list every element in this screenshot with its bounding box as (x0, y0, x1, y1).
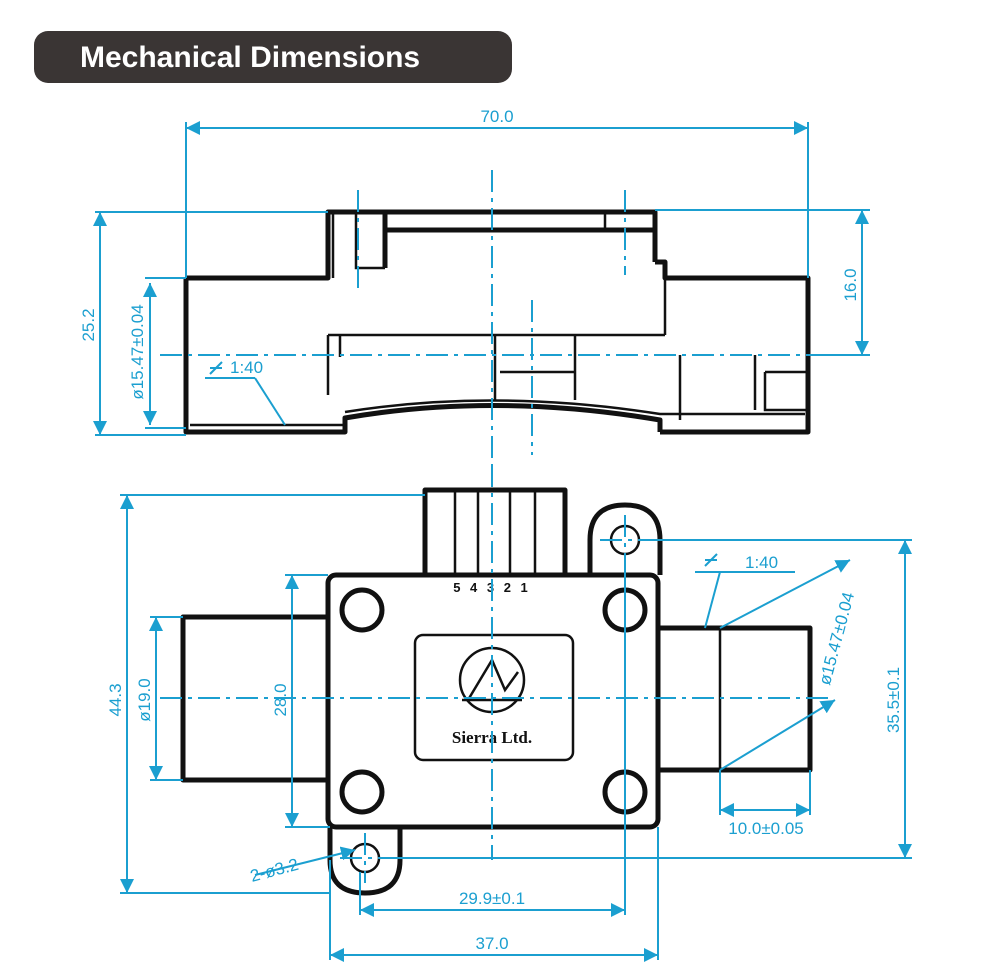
port-diameter-label: ø19.0 (135, 678, 154, 721)
overall-width-label: 44.3 (106, 683, 125, 716)
dim-hole-spacing: 29.9±0.1 (359, 555, 626, 917)
dim-overall-height: 25.2 (79, 211, 328, 436)
logo-plate (413, 633, 575, 762)
dim-port-diameter: ø19.0 (135, 616, 183, 781)
dim-mounting-holes: 2-ø3.2 (248, 846, 356, 886)
hole-offset-label: 35.5±0.1 (884, 667, 903, 733)
corner-hole-bottom-left (339, 769, 385, 815)
port-depth-label: 10.0±0.05 (728, 819, 804, 838)
section-header-background (34, 31, 512, 83)
mounting-holes-label: 2-ø3.2 (248, 855, 300, 886)
dim-port-bore-top: ø15.47±0.04 (719, 559, 858, 771)
dim-port-bore-side: ø15.47±0.04 (128, 277, 186, 429)
dim-port-depth: 10.0±0.05 (719, 770, 811, 838)
body-height-label: 16.0 (841, 268, 860, 301)
dim-taper-top: 1:40 (695, 553, 795, 629)
dim-body-length: 37.0 (329, 827, 659, 962)
dim-overall-length: 70.0 (185, 107, 809, 278)
top-view: 5 4 3 2 1 Sierra Ltd. 44.3 ø19.0 28.0 (106, 465, 912, 962)
hole-spacing-label: 29.9±0.1 (459, 889, 525, 908)
overall-height-label: 25.2 (79, 308, 98, 341)
dim-body-height: 16.0 (655, 209, 870, 356)
dim-taper-side: 1:40 (205, 358, 286, 426)
dim-overall-width: 44.3 (106, 494, 425, 894)
side-view: 70.0 25.2 ø15.47±0.04 1:40 (79, 107, 870, 470)
body-length-label: 37.0 (475, 934, 508, 953)
side-view-outline (183, 209, 811, 435)
section-title: Mechanical Dimensions (80, 41, 421, 74)
taper-side-label: 1:40 (230, 358, 263, 377)
dim-body-inner-width: 28.0 (271, 574, 330, 828)
port-bore-top-label: ø15.47±0.04 (815, 590, 858, 687)
port-bore-side-label: ø15.47±0.04 (128, 304, 147, 399)
body-inner-width-label: 28.0 (271, 683, 290, 716)
overall-length-label: 70.0 (480, 107, 513, 126)
pin-numbers: 5 4 3 2 1 (453, 580, 531, 595)
corner-hole-top-left (339, 587, 385, 633)
dim-hole-offset: 35.5±0.1 (380, 539, 912, 859)
taper-top-label: 1:40 (745, 553, 778, 572)
